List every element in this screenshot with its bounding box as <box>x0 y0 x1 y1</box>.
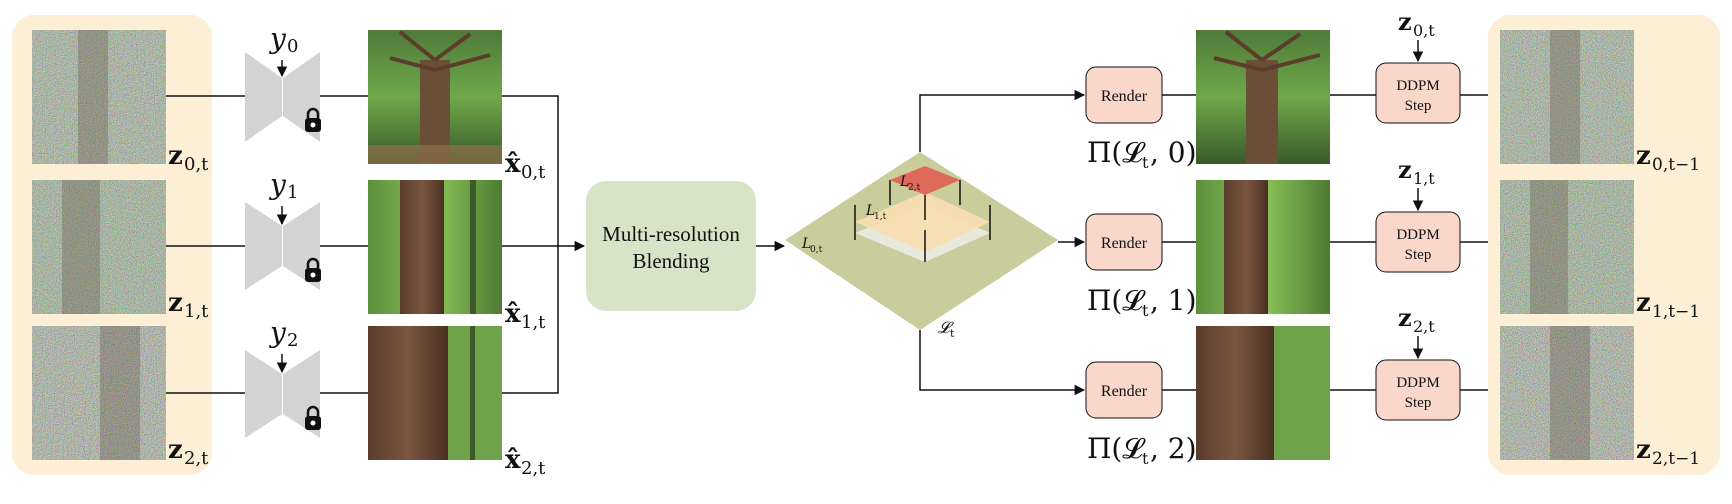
pyramid-connectors <box>919 89 1086 396</box>
svg-text:, 0): , 0) <box>1150 136 1197 169</box>
lock-icon <box>305 405 321 430</box>
svg-text:1: 1 <box>287 182 298 203</box>
svg-text:z: z <box>168 435 183 465</box>
noisy-output-image-1 <box>1500 180 1634 314</box>
lock-icon <box>305 107 321 132</box>
rendered-image-0 <box>1196 30 1330 164</box>
svg-text:z: z <box>1398 303 1412 332</box>
render-output-label-1: Π(𝓛 t , 1) <box>1087 284 1197 320</box>
svg-text:0: 0 <box>287 36 298 57</box>
svg-text:1,t: 1,t <box>521 312 546 333</box>
svg-text:x̂: x̂ <box>505 299 521 329</box>
svg-text:DDPM: DDPM <box>1396 375 1439 391</box>
render-connectors <box>1162 94 1196 391</box>
predicted-image-0 <box>368 30 502 164</box>
svg-text:z: z <box>1398 155 1412 184</box>
noisy-label-0: z 0,t <box>168 141 209 175</box>
render-box-0: Render <box>1085 66 1163 124</box>
svg-text:2,t: 2,t <box>908 183 921 193</box>
svg-text:Render: Render <box>1101 235 1148 252</box>
svg-text:Π(𝓛: Π(𝓛 <box>1087 136 1146 169</box>
svg-text:DDPM: DDPM <box>1396 78 1439 94</box>
svg-text:y: y <box>268 316 287 349</box>
noisy-output-image-2 <box>1500 326 1634 460</box>
svg-text:Π(𝓛: Π(𝓛 <box>1087 284 1146 317</box>
svg-text:2,t: 2,t <box>521 458 546 479</box>
svg-text:, 2): , 2) <box>1150 432 1197 465</box>
render-output-label-0: Π(𝓛 t , 0) <box>1087 136 1197 172</box>
svg-text:x̂: x̂ <box>505 149 521 179</box>
svg-text:DDPM: DDPM <box>1396 227 1439 243</box>
ddpm-step-box-0: DDPM Step z 0,t <box>1375 7 1461 124</box>
denoiser-network-0: y 0 <box>245 22 320 142</box>
svg-text:0,t: 0,t <box>810 245 823 255</box>
svg-text:z: z <box>1636 288 1651 318</box>
svg-text:Π(𝓛: Π(𝓛 <box>1087 432 1146 465</box>
noisy-input-image-2 <box>32 326 166 460</box>
svg-text:1,t: 1,t <box>1413 169 1435 188</box>
svg-text:z: z <box>1398 7 1412 36</box>
svg-text:1,t−1: 1,t−1 <box>1652 302 1700 322</box>
laplacian-pyramid: L 0,t L 1,t L 2,t 𝓛 t <box>785 152 1058 340</box>
svg-text:L: L <box>865 203 875 219</box>
prediction-label-1: x̂ 1,t <box>505 299 546 333</box>
svg-text:Render: Render <box>1101 383 1148 400</box>
svg-text:0,t: 0,t <box>521 162 546 183</box>
svg-text:Step: Step <box>1405 247 1432 263</box>
output-label-1: z 1,t−1 <box>1636 288 1700 322</box>
svg-text:Multi-resolution: Multi-resolution <box>602 222 740 246</box>
predicted-image-2 <box>368 326 502 460</box>
output-label-0: z 0,t−1 <box>1636 141 1700 175</box>
svg-text:t: t <box>950 327 955 340</box>
svg-text:z: z <box>1636 435 1651 465</box>
svg-text:t: t <box>1142 449 1149 468</box>
svg-text:x̂: x̂ <box>505 445 521 475</box>
noisy-label-2: z 2,t <box>168 435 209 469</box>
ddpm-step-box-1: DDPM Step z 1,t <box>1375 155 1461 273</box>
svg-text:y: y <box>268 22 287 55</box>
svg-text:2: 2 <box>287 330 298 351</box>
svg-text:0,t−1: 0,t−1 <box>1652 155 1700 175</box>
svg-text:2,t: 2,t <box>1413 317 1435 336</box>
svg-text:z: z <box>168 141 183 171</box>
noisy-label-1: z 1,t <box>168 288 209 322</box>
svg-text:Step: Step <box>1405 98 1432 114</box>
svg-text:z: z <box>168 288 183 318</box>
svg-text:, 1): , 1) <box>1150 284 1197 317</box>
lock-icon <box>305 257 321 282</box>
svg-text:0,t: 0,t <box>1413 21 1435 40</box>
svg-text:L: L <box>899 174 909 190</box>
blend-connectors <box>502 95 586 394</box>
svg-text:t: t <box>1142 153 1149 172</box>
rendered-image-2 <box>1196 326 1330 460</box>
svg-text:Blending: Blending <box>633 249 710 273</box>
svg-text:0,t: 0,t <box>184 154 209 175</box>
input-connectors <box>166 95 368 394</box>
prediction-label-2: x̂ 2,t <box>505 445 546 479</box>
output-label-2: z 2,t−1 <box>1636 435 1700 469</box>
svg-text:2,t: 2,t <box>184 448 209 469</box>
ddpm-step-box-2: DDPM Step z 2,t <box>1375 303 1461 421</box>
svg-text:2,t−1: 2,t−1 <box>1652 449 1700 469</box>
render-box-1: Render <box>1085 213 1163 271</box>
multi-resolution-blending-box: Multi-resolution Blending <box>586 181 756 311</box>
noisy-output-image-0 <box>1500 30 1634 164</box>
predicted-image-1 <box>368 180 502 314</box>
svg-text:t: t <box>1142 301 1149 320</box>
render-box-2: Render <box>1085 361 1163 419</box>
prediction-label-0: x̂ 0,t <box>505 149 546 183</box>
svg-text:z: z <box>1636 141 1651 171</box>
svg-text:Step: Step <box>1405 395 1432 411</box>
noisy-input-image-0 <box>32 30 166 164</box>
render-output-label-2: Π(𝓛 t , 2) <box>1087 432 1197 468</box>
rendered-image-1 <box>1196 180 1330 314</box>
svg-text:y: y <box>268 168 287 201</box>
noisy-input-image-1 <box>32 180 166 314</box>
svg-text:L: L <box>801 236 811 252</box>
svg-text:Render: Render <box>1101 88 1148 105</box>
svg-text:1,t: 1,t <box>184 301 209 322</box>
svg-text:1,t: 1,t <box>874 212 887 222</box>
